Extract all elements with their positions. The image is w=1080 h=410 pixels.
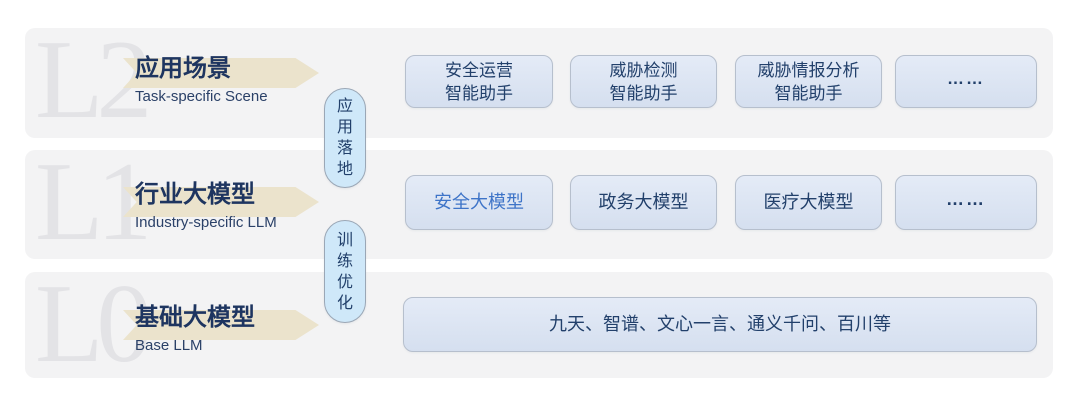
scene-box-ellipsis: …… — [895, 55, 1037, 108]
llm-box-medical: 医疗大模型 — [735, 175, 882, 230]
box-label-line: 威胁检测 — [609, 60, 678, 80]
llm-box-government: 政务大模型 — [570, 175, 717, 230]
base-llm-box: 九天、智谱、文心一言、通义千问、百川等 — [403, 297, 1037, 352]
layer-panel-l2: L2 应用场景 Task-specific Scene 安全运营 智能助手 威胁… — [25, 28, 1053, 138]
connector-training-optimization: 训练优化 — [324, 220, 366, 323]
ellipsis-label: …… — [946, 189, 986, 209]
layer-l1-subtitle: Industry-specific LLM — [135, 214, 277, 231]
layer-l0-subtitle: Base LLM — [135, 337, 203, 354]
box-label-line: 医疗大模型 — [763, 192, 854, 212]
box-label-line: 安全运营 — [445, 60, 513, 80]
box-label-line: 安全大模型 — [434, 192, 524, 212]
box-label-line: 智能助手 — [774, 83, 843, 103]
llm-box-security: 安全大模型 — [405, 175, 553, 230]
watermark-l0: L0 — [35, 272, 152, 378]
box-label-line: 九天、智谱、文心一言、通义千问、百川等 — [549, 314, 891, 334]
layer-l2-title: 应用场景 — [135, 55, 231, 82]
connector-label: 训练优化 — [336, 231, 353, 312]
scene-box-threat-intel-analysis: 威胁情报分析 智能助手 — [735, 55, 882, 108]
box-label-line: 威胁情报分析 — [757, 60, 860, 80]
layer-l1-title-block: 行业大模型 Industry-specific LLM — [135, 180, 277, 232]
watermark-l1: L1 — [35, 150, 152, 259]
layer-l0-title: 基础大模型 — [135, 304, 255, 331]
box-label-line: 政务大模型 — [598, 192, 689, 212]
connector-label: 应用落地 — [336, 98, 353, 178]
ellipsis-label: …… — [947, 69, 985, 88]
scene-box-security-operations: 安全运营 智能助手 — [405, 55, 553, 108]
llm-box-ellipsis: …… — [895, 175, 1037, 230]
title-arrow-decoration — [123, 58, 319, 88]
box-label-line: 智能助手 — [445, 83, 513, 103]
title-arrow-decoration — [123, 310, 319, 340]
layer-l2-subtitle: Task-specific Scene — [135, 88, 268, 105]
scene-box-threat-detection: 威胁检测 智能助手 — [570, 55, 717, 108]
layer-panel-l0: L0 基础大模型 Base LLM 九天、智谱、文心一言、通义千问、百川等 — [25, 272, 1053, 378]
layer-l1-title: 行业大模型 — [135, 181, 255, 208]
layer-l0-title-block: 基础大模型 Base LLM — [135, 303, 255, 355]
box-label-line: 智能助手 — [609, 83, 678, 103]
title-arrow-decoration — [123, 187, 319, 217]
layer-panel-l1: L1 行业大模型 Industry-specific LLM 安全大模型 政务大… — [25, 150, 1053, 259]
layer-l2-title-block: 应用场景 Task-specific Scene — [135, 54, 268, 106]
connector-application-landing: 应用落地 — [324, 88, 366, 188]
